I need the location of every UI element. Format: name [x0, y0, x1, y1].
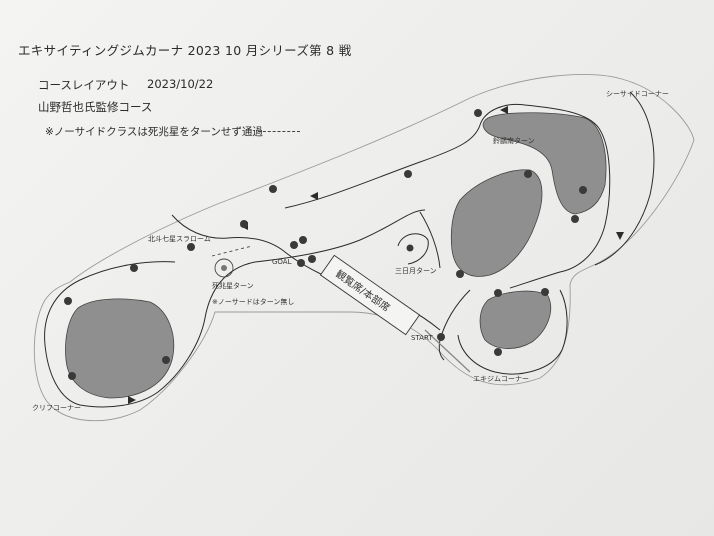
mikazuki-turn-marker — [397, 233, 429, 265]
event-date: 2023/10/22 — [147, 77, 214, 91]
course-line — [44, 209, 426, 408]
cone — [299, 236, 307, 244]
hokuto-slalom-label: 北斗七星スラローム — [148, 234, 211, 243]
goal-label: GOAL — [272, 258, 292, 266]
cone — [187, 243, 195, 251]
shichousei-turn-label: 死兆星ターン — [212, 281, 254, 290]
course-boundary — [33, 73, 695, 422]
cone — [269, 185, 277, 193]
course-line — [419, 211, 441, 269]
cone — [571, 215, 579, 223]
direction-arrow — [500, 106, 508, 114]
noside-class-note: ※ノーサイドクラスは死兆星をターンせず通過 — [45, 126, 263, 138]
direction-arrow — [128, 396, 136, 404]
supervisor-label: 山野哲也氏監修コース — [38, 100, 153, 114]
exgym-corner-label: エキジムコーナー — [473, 375, 529, 383]
cone — [437, 333, 445, 341]
cone — [494, 348, 502, 356]
start-label: START — [411, 334, 433, 342]
mikazuki-turn-label: 三日月ターン — [395, 266, 437, 275]
cliff-corner-label: クリフコーナー — [32, 404, 81, 412]
start-line — [424, 329, 471, 373]
cones — [64, 109, 587, 380]
shichousei-note-label: ※ノーサードはターン無し — [212, 297, 294, 306]
direction-arrow — [616, 232, 624, 240]
island-cliff — [65, 298, 175, 399]
cone — [297, 259, 305, 267]
shichousei-turn-marker — [214, 258, 234, 278]
course-line — [457, 289, 568, 375]
cone — [541, 288, 549, 296]
cone — [404, 170, 412, 178]
direction-arrow — [310, 192, 318, 200]
cone — [524, 170, 532, 178]
cone — [456, 270, 464, 278]
island-upper-right — [482, 112, 607, 215]
cone — [579, 186, 587, 194]
island-lower-right — [479, 290, 552, 349]
hyoubokukyoku-turn-label: 鈴鵬南ターン — [493, 136, 535, 145]
noside-pass-line — [211, 245, 253, 257]
layout-label: コースレイアウト — [38, 78, 130, 92]
cone — [494, 289, 502, 297]
shichousei-center — [221, 265, 227, 271]
island-center — [450, 169, 543, 277]
page-title: エキサイティングジムカーナ 2023 10 月シリーズ第 8 戦 — [18, 43, 352, 58]
cone — [308, 255, 316, 263]
cone — [68, 372, 76, 380]
course-line — [594, 91, 655, 266]
cone — [474, 109, 482, 117]
cone — [130, 264, 138, 272]
cone — [162, 356, 170, 364]
cone — [64, 297, 72, 305]
course-line — [284, 103, 611, 289]
cone — [240, 220, 248, 228]
course-line — [438, 289, 471, 361]
seaside-corner-label: シーサイドコーナー — [606, 90, 669, 98]
cone — [290, 241, 298, 249]
noside-dashed-legend — [258, 131, 300, 132]
mikazuki-cone — [406, 244, 414, 252]
